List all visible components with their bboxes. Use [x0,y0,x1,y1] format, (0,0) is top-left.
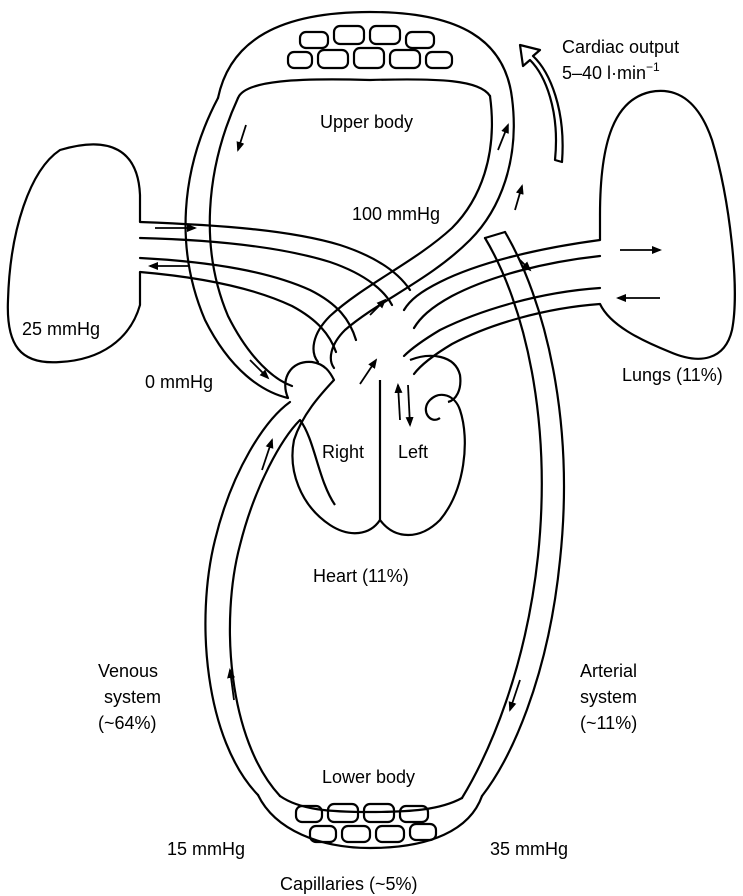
arterial-label-line1: Arterial [580,661,637,681]
heart [285,356,465,535]
upper-body-label: Upper body [320,112,413,132]
lungs-label: Lungs (11%) [622,365,723,385]
cardiac-output-title: Cardiac output [562,37,679,57]
right-lung [600,91,735,359]
venous-label-line3: (~64%) [98,713,157,733]
heart-label: Heart (11%) [313,566,409,586]
venous-label-line1: Venous [98,661,158,681]
arterial-label-line2: system [580,687,637,707]
descending-aorta [462,232,564,798]
venous-label-line2: system [104,687,161,707]
capillaries-label: Capillaries (~5%) [280,874,418,894]
pressure-25-label: 25 mmHg [22,319,100,339]
lower-body-label: Lower body [322,767,415,787]
arterial-label-line3: (~11%) [580,713,637,733]
pressure-35-label: 35 mmHg [490,839,568,859]
right-pulmonary-vessels [404,240,600,374]
labels: Cardiac output 5–40 l·min−1 Upper body 1… [22,37,723,894]
cardiac-output-value: 5–40 l·min−1 [562,60,660,83]
pressure-100-label: 100 mmHg [352,204,440,224]
upper-venous-vessel [186,98,292,398]
lower-capillary-bed [258,795,482,848]
pressure-15-label: 15 mmHg [167,839,245,859]
left-ventricle-label: Left [398,442,428,462]
upper-capillary-bed [218,12,512,98]
right-ventricle-label: Right [322,442,364,462]
pressure-0-label: 0 mmHg [145,372,213,392]
lower-venous-vessel [205,402,300,796]
flow-arrows [150,45,660,710]
